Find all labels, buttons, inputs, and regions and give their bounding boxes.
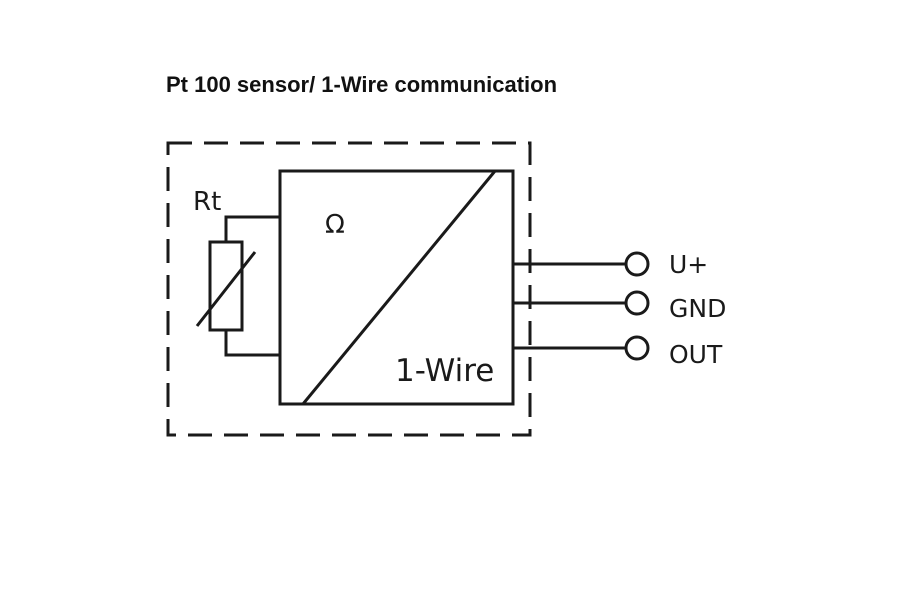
rt-bottom-lead: [224, 330, 280, 357]
terminal-u-plus: [624, 251, 650, 277]
ohm-symbol: Ω: [325, 210, 345, 240]
terminal-gnd: [624, 290, 650, 316]
rt-label: Rt: [193, 187, 221, 217]
terminal-label-out: OUT: [669, 340, 723, 369]
converter-box: [278, 169, 515, 406]
terminal-label-gnd: GND: [669, 294, 726, 323]
sensor-housing-outline: [166, 141, 532, 437]
terminal-out: [624, 335, 650, 361]
one-wire-label: 1-Wire: [395, 353, 494, 389]
rt-resistor: [208, 240, 244, 332]
converter-divider-line: [301, 170, 497, 405]
rt-variable-arrow: [195, 251, 257, 327]
rt-top-lead: [224, 215, 280, 242]
terminal-label-u-plus: U+: [669, 250, 708, 279]
diagram-title: Pt 100 sensor/ 1-Wire communication: [166, 72, 558, 97]
